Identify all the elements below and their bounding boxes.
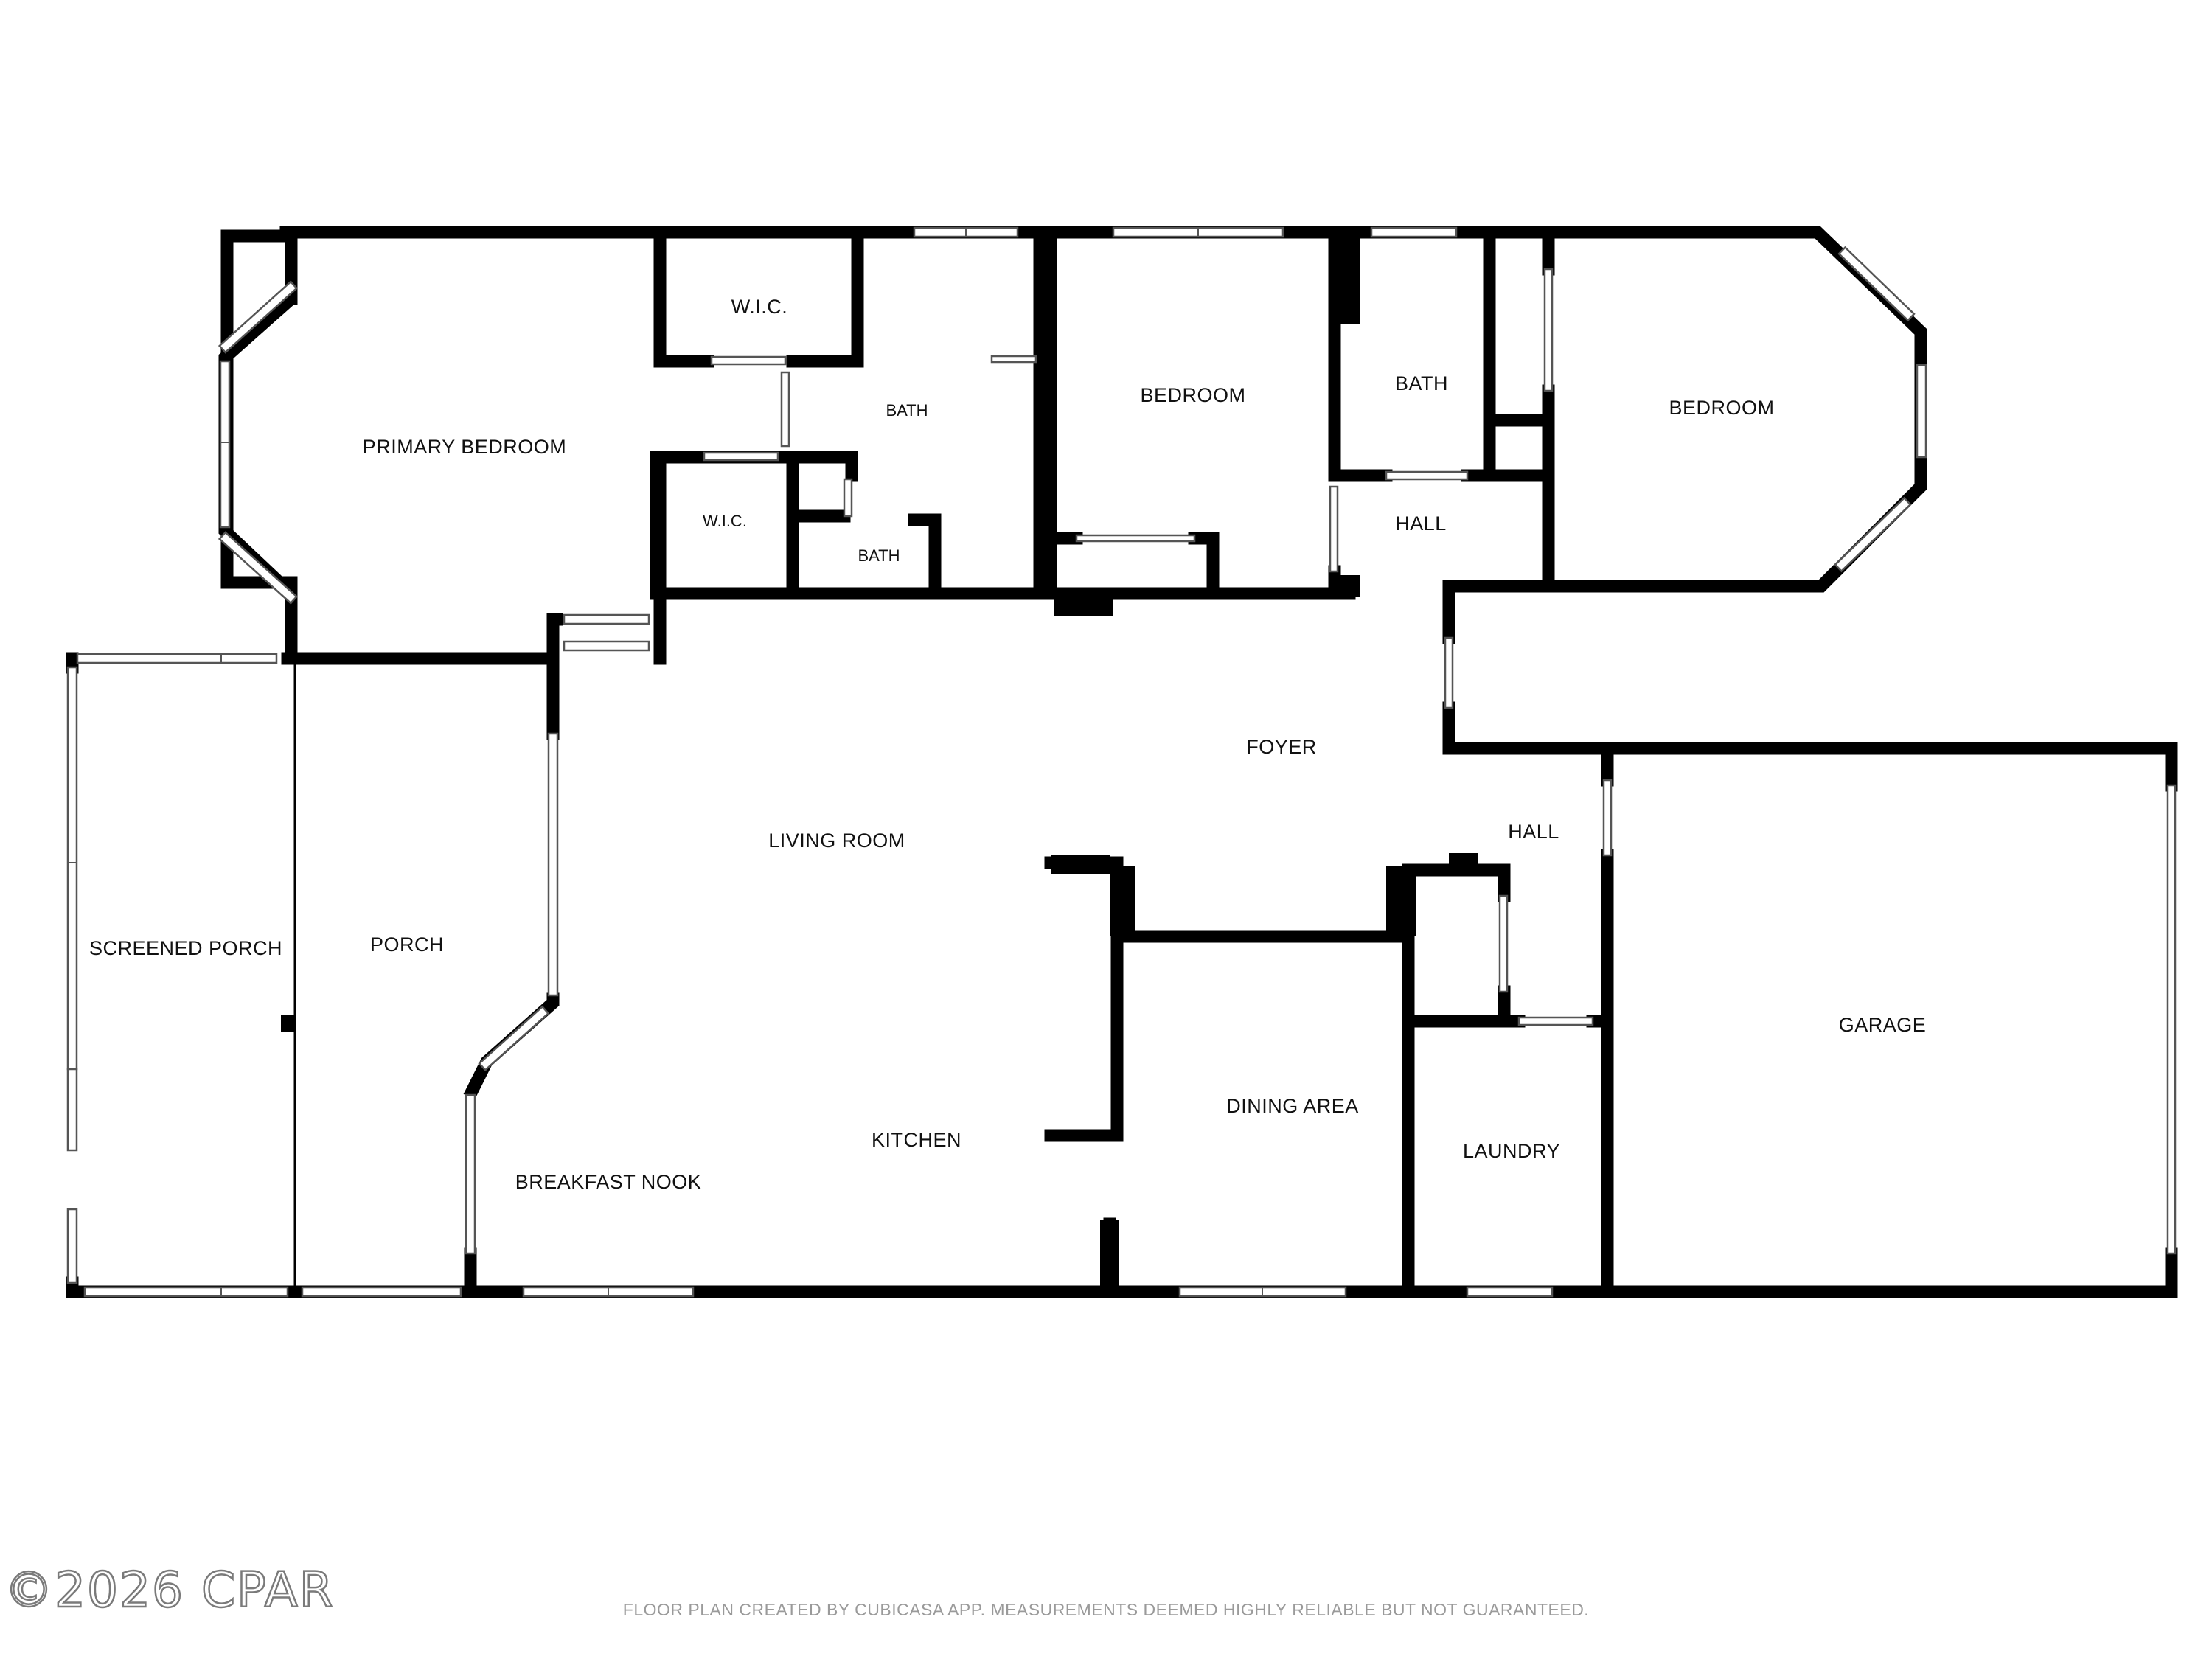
label-bath-small: BATH xyxy=(858,546,900,565)
block-hall2-post xyxy=(1449,853,1478,870)
label-bath-right: BATH xyxy=(1395,372,1448,394)
door-opening xyxy=(1602,779,1613,857)
door-opening xyxy=(1385,470,1469,481)
window xyxy=(913,226,1019,238)
wall-bath-small xyxy=(786,451,858,482)
window xyxy=(76,653,278,664)
window xyxy=(1112,226,1284,238)
label-breakfast-nook: BREAKFAST NOOK xyxy=(515,1171,702,1193)
label-hall-lower: HALL xyxy=(1508,821,1559,843)
wall-pantry-top xyxy=(1402,863,1511,902)
label-screened-porch: SCREENED PORCH xyxy=(89,937,282,959)
block-foyer-post xyxy=(1335,575,1360,597)
block-kitchen-bot xyxy=(1100,1220,1119,1292)
door-opening xyxy=(990,355,1037,364)
window xyxy=(465,1093,476,1255)
door-opening xyxy=(2166,784,2177,1255)
label-kitchen: KITCHEN xyxy=(872,1129,961,1151)
label-wic-small: W.I.C. xyxy=(703,512,747,530)
window xyxy=(1834,496,1912,573)
window xyxy=(66,1068,78,1152)
window xyxy=(522,1286,695,1298)
block-dining-col xyxy=(1386,866,1416,936)
wall-wic-top xyxy=(653,229,714,368)
window xyxy=(66,666,78,1071)
window xyxy=(1916,364,1927,459)
window xyxy=(1370,226,1458,238)
wall-kitchen-peninsula xyxy=(1044,856,1124,1142)
window xyxy=(1466,1286,1554,1298)
window xyxy=(563,613,650,652)
footer-note: FLOOR PLAN CREATED BY CUBICASA APP. MEAS… xyxy=(622,1600,1590,1619)
block-porch-post xyxy=(281,1015,294,1032)
wall-wic-right xyxy=(786,229,864,368)
wall-foyer-step xyxy=(1442,701,2178,792)
block-kitchen-col xyxy=(1110,866,1135,936)
wall-closet-right xyxy=(1188,532,1220,600)
door-opening xyxy=(1543,268,1554,392)
wall-bath2-right xyxy=(1461,229,1496,482)
window xyxy=(66,1208,78,1284)
label-bath-primary: BATH xyxy=(886,401,928,420)
block-hall-stub xyxy=(1054,594,1113,616)
wall-foyer-top xyxy=(1442,580,1555,644)
window xyxy=(219,360,231,529)
door-opening xyxy=(1329,485,1339,573)
label-laundry: LAUNDRY xyxy=(1463,1140,1560,1162)
label-garage: GARAGE xyxy=(1839,1014,1927,1036)
door-opening xyxy=(703,451,779,462)
label-hall-upper: HALL xyxy=(1395,512,1447,535)
wall-vestibule xyxy=(546,613,563,665)
window xyxy=(478,1005,550,1072)
walls xyxy=(66,226,2178,1298)
door-opening xyxy=(1498,894,1509,993)
label-foyer: FOYER xyxy=(1246,736,1317,758)
room-labels: W.I.C. BATH BEDROOM BATH BEDROOM PRIMARY… xyxy=(89,296,1926,1193)
label-porch: PORCH xyxy=(370,933,444,956)
door-opening xyxy=(843,478,853,518)
window xyxy=(301,1286,462,1298)
window xyxy=(1178,1286,1347,1298)
wall-bath-bedroom xyxy=(650,451,858,600)
block-kitchen-top xyxy=(1051,855,1110,874)
window xyxy=(1837,246,1916,322)
wall-blocks xyxy=(281,236,1478,1292)
label-wic-top: W.I.C. xyxy=(731,296,788,318)
windows xyxy=(66,226,2177,1298)
label-primary-bedroom: PRIMARY BEDROOM xyxy=(363,436,567,458)
wall-wic-small xyxy=(653,451,711,600)
label-dining-area: DINING AREA xyxy=(1226,1095,1359,1117)
door-opening xyxy=(710,355,787,366)
door-opening xyxy=(1444,636,1454,709)
label-bedroom-mid: BEDROOM xyxy=(1140,384,1245,406)
door-opening xyxy=(1075,534,1196,543)
window xyxy=(547,732,559,997)
copyright-watermark: ©2026 CPAR xyxy=(4,1561,335,1620)
block-bath2-corner xyxy=(1335,236,1360,324)
window xyxy=(83,1286,289,1298)
label-living-room: LIVING ROOM xyxy=(768,830,905,852)
window xyxy=(218,280,299,354)
door-opening xyxy=(780,371,790,448)
wall-pantry-bot xyxy=(1402,985,1511,1028)
door-opening xyxy=(1517,1016,1594,1026)
label-bedroom-right: BEDROOM xyxy=(1669,397,1774,419)
window xyxy=(218,531,299,605)
